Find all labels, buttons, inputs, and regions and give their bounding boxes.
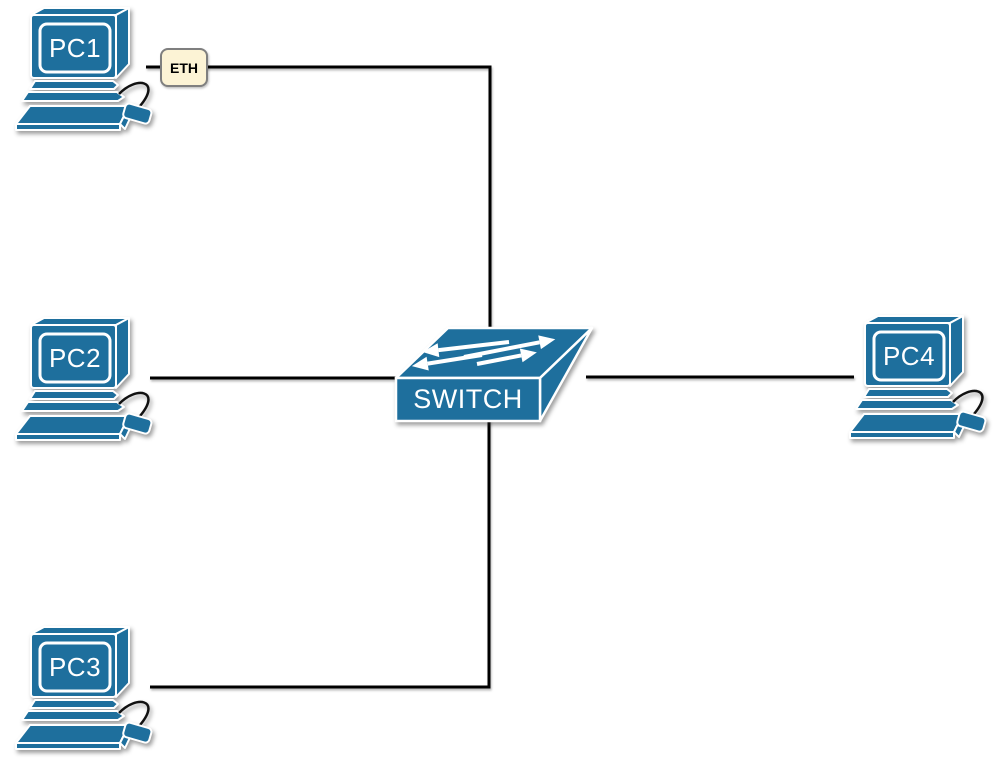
- switch-front-face: [394, 376, 542, 423]
- edge-pc3-switch[interactable]: [150, 418, 491, 689]
- eth-badge-text: ETH: [170, 59, 198, 76]
- node-pc3[interactable]: PC3: [14, 625, 164, 752]
- node-switch[interactable]: SWITCH: [388, 320, 600, 430]
- node-pc4[interactable]: PC4: [848, 314, 998, 441]
- node-label-pc4: PC4: [882, 340, 936, 371]
- node-label-pc1: PC1: [48, 32, 102, 63]
- edge-pc1-switch[interactable]: [146, 65, 492, 336]
- switch-arrows: [411, 335, 556, 371]
- node-pc2[interactable]: PC2: [14, 316, 164, 443]
- node-label-switch: SWITCH: [413, 384, 523, 414]
- switch-icon: [394, 326, 594, 423]
- edge-label-eth[interactable]: ETH: [160, 48, 208, 87]
- node-pc1[interactable]: PC1: [14, 6, 164, 133]
- node-label-pc2: PC2: [48, 342, 102, 373]
- node-label-pc3: PC3: [48, 651, 102, 682]
